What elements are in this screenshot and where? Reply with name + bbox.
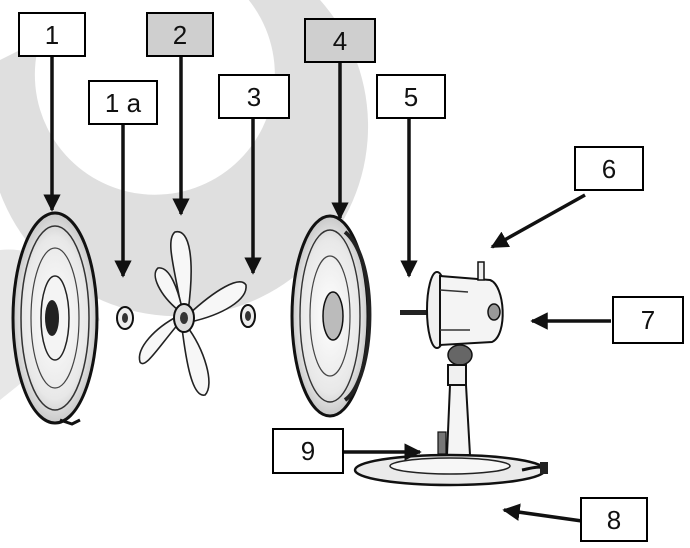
arrow-6 [490, 193, 586, 249]
callout-arrows [43, 55, 611, 523]
callout-label-3: 3 [218, 74, 290, 119]
callout-label-2: 2 [146, 12, 214, 57]
callout-label-6: 6 [574, 146, 644, 191]
front-grill [11, 211, 99, 426]
spinner-nut [116, 306, 134, 330]
fan-blade [138, 230, 247, 396]
callout-label-1a: 1 a [88, 80, 158, 125]
callout-label-9: 9 [272, 428, 344, 474]
callout-label-5: 5 [376, 74, 446, 119]
callout-label-7: 7 [612, 296, 684, 344]
rear-grill [290, 214, 372, 418]
callout-label-1: 1 [18, 12, 86, 57]
motor-and-stand [353, 261, 548, 487]
arrow-8 [502, 503, 583, 523]
callout-label-8: 8 [580, 497, 648, 542]
blade-nut [240, 304, 256, 328]
callout-label-4: 4 [304, 18, 376, 63]
